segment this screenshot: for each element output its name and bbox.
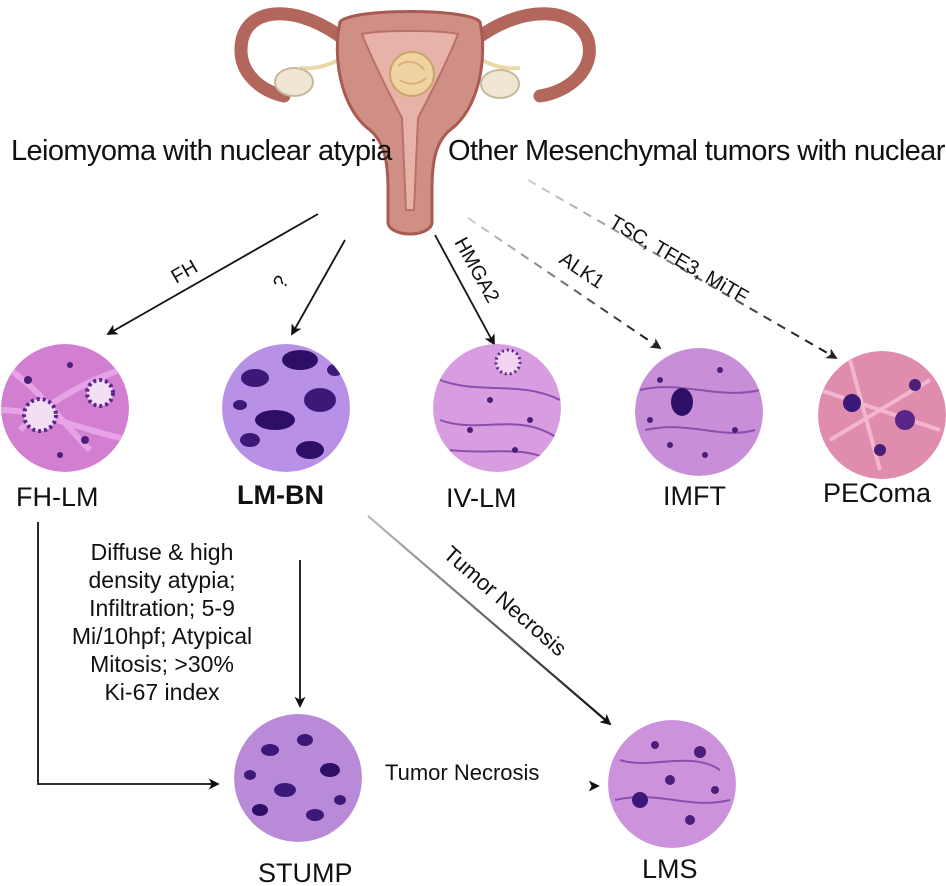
right-fallopian-tube	[468, 7, 596, 103]
arrow-to-iv-lm	[434, 234, 495, 346]
criteria-line: Ki-67 index	[104, 679, 220, 705]
arrow-lm-bn-to-lms	[367, 515, 612, 726]
arrow-to-pecoma	[527, 179, 838, 359]
uterus-illustration	[234, 7, 596, 236]
node-label-lms: LMS	[642, 854, 698, 884]
stump-criteria: Diffuse & high density atypia; Infiltrat…	[72, 539, 252, 705]
histology-fh-lm	[1, 344, 129, 472]
edge-label-hmga2: HMGA2	[450, 234, 504, 307]
node-label-fh-lm: FH-LM	[16, 482, 99, 512]
left-fallopian-tube	[234, 7, 352, 103]
right-ovary	[480, 69, 520, 99]
left-ovary	[274, 67, 314, 97]
histology-stump	[234, 714, 362, 842]
criteria-line: density atypia;	[88, 567, 235, 593]
arrow-to-imft	[467, 217, 662, 350]
histology-imft	[635, 348, 763, 476]
criteria-line: Mitosis; >30%	[90, 651, 234, 677]
left-header: Leiomyoma with nuclear atypia	[11, 135, 393, 167]
node-label-pecoma: PEComa	[823, 478, 932, 508]
arrow-to-fh-lm	[106, 213, 319, 335]
edge-label-necrosis-horizontal: Tumor Necrosis	[385, 760, 539, 785]
edge-label-alk1: ALK1	[555, 248, 608, 294]
histology-lms	[608, 720, 736, 848]
arrow-fh-lm-to-stump	[37, 522, 220, 790]
node-label-imft: IMFT	[663, 481, 726, 511]
edge-label-tsc: TSC, TFE3, MiTF	[606, 211, 752, 308]
histology-lm-bn	[222, 344, 350, 472]
criteria-line: Infiltration; 5-9	[89, 595, 235, 621]
criteria-line: Mi/10hpf; Atypical	[72, 623, 252, 649]
edge-label-unknown: ?	[269, 272, 294, 292]
right-header: Other Mesenchymal tumors with nuclear at…	[448, 135, 946, 167]
histology-pecoma	[818, 351, 946, 479]
edge-label-necrosis-diagonal: Tumor Necrosis	[439, 541, 572, 661]
node-label-lm-bn: LM-BN	[237, 480, 324, 510]
histology-iv-lm	[433, 344, 561, 472]
node-label-iv-lm: IV-LM	[446, 483, 517, 513]
arrow-to-lm-bn	[291, 239, 346, 336]
fibroid-nodule	[389, 51, 435, 97]
criteria-line: Diffuse & high	[91, 539, 234, 565]
node-label-stump: STUMP	[258, 858, 353, 886]
